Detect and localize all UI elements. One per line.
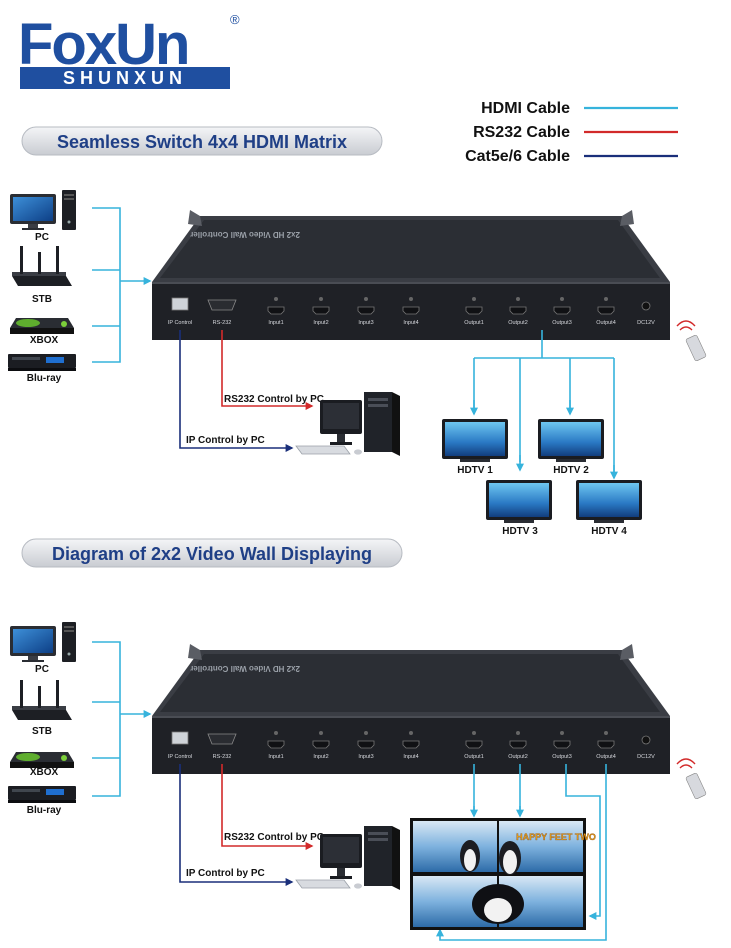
router-icon (12, 680, 72, 720)
xbox-icon (10, 752, 74, 768)
rs232-port (207, 299, 237, 311)
section2: Diagram of 2x2 Video Wall Displaying PC … (8, 538, 707, 941)
hdtv4-label: HDTV 4 (591, 526, 627, 537)
hdtv1: HDTV 1 (442, 419, 508, 476)
port-input4: Input4 (403, 320, 418, 326)
rs232-port (207, 733, 237, 745)
rs232-label: RS232 Control by PC (224, 832, 324, 843)
matrix-device: 2x2 HD Video Wall Controller IP Control … (152, 210, 670, 340)
port-input2: Input2 (313, 754, 328, 760)
hdtv2-label: HDTV 2 (553, 465, 589, 476)
source-pc-label: PC (35, 232, 49, 243)
source-bluray-label: Blu-ray (27, 805, 62, 816)
bluray-icon (8, 786, 76, 803)
ip-label: IP Control by PC (186, 435, 265, 446)
port-ipcontrol: IP Control (168, 320, 192, 326)
brand-logo: FoxUn ® SHUNXUN (18, 12, 240, 89)
port-input1: Input1 (268, 320, 283, 326)
port-rs232: RS-232 (213, 754, 232, 760)
device-top-label: 2x2 HD Video Wall Controller (190, 230, 300, 239)
pc-icon (10, 190, 76, 230)
source-bluray-label: Blu-ray (27, 373, 62, 384)
section2-title: Diagram of 2x2 Video Wall Displaying (52, 544, 372, 564)
legend-hdmi-label: HDMI Cable (481, 100, 570, 117)
video-wall: HAPPY FEET TWO (410, 818, 596, 930)
port-output1: Output1 (464, 320, 484, 326)
bluray-icon (8, 354, 76, 371)
ip-cable (179, 330, 294, 452)
hdtv1-label: HDTV 1 (457, 465, 493, 476)
port-input3: Input3 (358, 754, 373, 760)
ip-label: IP Control by PC (186, 868, 265, 879)
section1: Seamless Switch 4x4 HDMI Matrix PC STB X… (8, 126, 707, 537)
section2-title-pill (21, 538, 403, 568)
legend-cat-label: Cat5e/6 Cable (465, 148, 570, 165)
rs232-label: RS232 Control by PC (224, 394, 324, 405)
source-xbox-label: XBOX (30, 335, 59, 346)
port-input1: Input1 (268, 754, 283, 760)
port-output4: Output4 (596, 754, 616, 760)
source-stb-label: STB (32, 294, 52, 305)
port-output3: Output3 (552, 320, 572, 326)
section1-title-pill (21, 126, 383, 156)
source-hdmi-bracket (92, 207, 121, 363)
pc-icon (10, 622, 76, 662)
wall-panel-1 (413, 821, 497, 872)
port-output3: Output3 (552, 754, 572, 760)
wall-movie-title: HAPPY FEET TWO (516, 832, 596, 842)
port-input3: Input3 (358, 320, 373, 326)
hdtv3-label: HDTV 3 (502, 526, 538, 537)
ip-cable (179, 764, 294, 886)
port-output2: Output2 (508, 320, 528, 326)
section1-title: Seamless Switch 4x4 HDMI Matrix (57, 132, 347, 152)
xbox-icon (10, 318, 74, 334)
output-hdmi-tree (473, 330, 615, 472)
rj45-port (171, 731, 189, 745)
port-input4: Input4 (403, 754, 418, 760)
port-ipcontrol: IP Control (168, 754, 192, 760)
legend-rs232-label: RS232 Cable (473, 124, 570, 141)
hdtv4: HDTV 4 (576, 480, 642, 537)
port-output2: Output2 (508, 754, 528, 760)
device-top-label: 2x2 HD Video Wall Controller (190, 664, 300, 673)
source-pc-label: PC (35, 664, 49, 675)
wall-hdmi-top (473, 764, 521, 812)
matrix-device: 2x2 HD Video Wall Controller IP Control … (152, 644, 670, 774)
rs232-cable (221, 764, 314, 850)
source-hdmi-bracket (92, 641, 121, 797)
wall-hdmi-right (565, 764, 601, 920)
dc-power-port (641, 735, 651, 745)
port-rs232: RS-232 (213, 320, 232, 326)
rs232-cable (221, 330, 314, 410)
cable-legend: HDMI Cable RS232 Cable Cat5e/6 Cable (465, 100, 678, 165)
port-output1: Output1 (464, 754, 484, 760)
dc-power-port (641, 301, 651, 311)
brand-sub-bar (20, 67, 230, 89)
remote-icon (676, 320, 707, 362)
remote-icon (676, 758, 707, 800)
port-input2: Input2 (313, 320, 328, 326)
source-xbox-label: XBOX (30, 767, 59, 778)
brand-name: FoxUn (18, 12, 188, 77)
hdtv3: HDTV 3 (486, 480, 552, 537)
port-output4: Output4 (596, 320, 616, 326)
hdtv2: HDTV 2 (538, 419, 604, 476)
rj45-port (171, 297, 189, 311)
router-icon (12, 246, 72, 286)
wall-hdmi-bottom (436, 764, 607, 941)
brand-registered: ® (230, 12, 240, 27)
source-stb-label: STB (32, 726, 52, 737)
brand-sub: SHUNXUN (63, 68, 187, 88)
port-dc12v: DC12V (637, 320, 655, 326)
port-dc12v: DC12V (637, 754, 655, 760)
